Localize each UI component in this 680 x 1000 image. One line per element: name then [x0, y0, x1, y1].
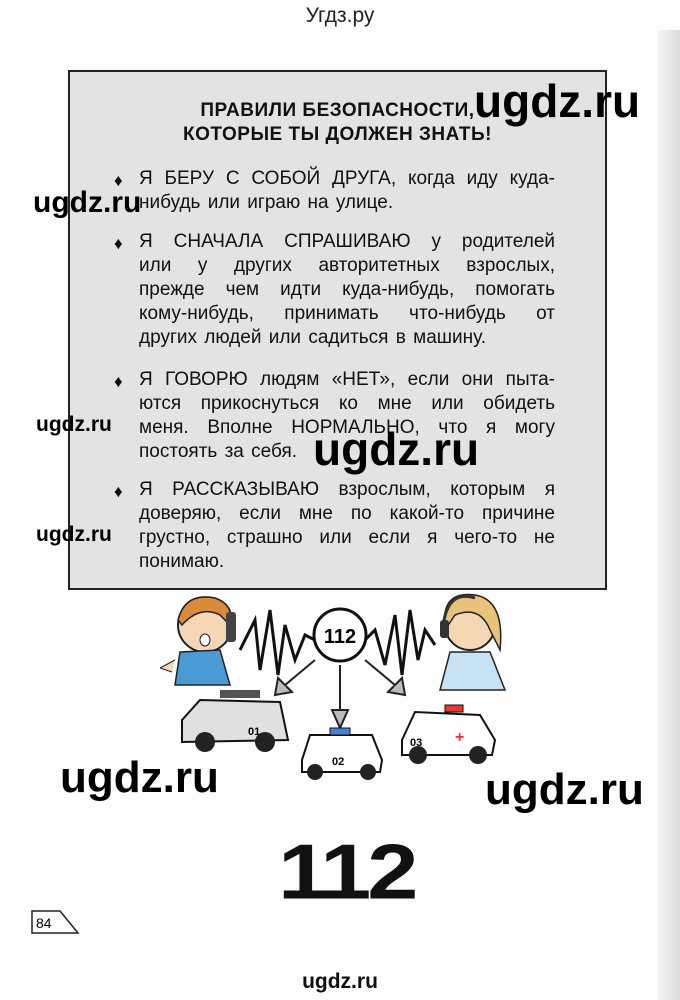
- signal-zigzag-left: [238, 609, 316, 676]
- arrow-down: [330, 665, 350, 731]
- rule-4-line: Я РАССКАЗЫВАЮ взрослым, которым я: [139, 479, 555, 500]
- rule-2-line: или у других авторитетных взрослых,: [139, 255, 555, 276]
- watermark: ugdz.ru: [485, 765, 644, 814]
- rule-2-line: других людей или садиться в машину.: [139, 327, 486, 348]
- svg-text:03: 03: [410, 737, 422, 749]
- arrow-right: [364, 659, 407, 697]
- rule-3-line: постоять за себя.: [139, 441, 298, 462]
- ambulance-icon: 03 +: [401, 704, 497, 764]
- operator-with-headset-icon: [439, 593, 507, 691]
- watermark: ugdz.ru: [60, 753, 219, 802]
- svg-text:01: 01: [248, 726, 260, 738]
- page-edge-shadow: [658, 30, 680, 1000]
- watermark: ugdz.ru: [474, 75, 641, 127]
- watermark: ugdz.ru: [36, 413, 112, 436]
- emergency-call-illustration: 112 01 02 03 +: [160, 593, 507, 780]
- footer-site: ugdz.ru: [302, 970, 378, 993]
- big-number-112: 112: [278, 828, 418, 916]
- diamond-icon: ♦: [114, 482, 123, 501]
- svg-text:02: 02: [332, 756, 344, 768]
- diamond-icon: ♦: [114, 372, 123, 391]
- rule-1-line: Я БЕРУ С СОБОЙ ДРУГА, когда иду куда-: [139, 168, 555, 189]
- police-car-icon: 02: [301, 727, 384, 780]
- page-number-badge: 84: [31, 910, 80, 934]
- watermark: ugdz.ru: [36, 523, 112, 546]
- signal-zigzag-right: [363, 609, 437, 676]
- watermark: ugdz.ru: [313, 423, 480, 475]
- rule-2-line: прежде чем идти куда-нибудь, помогать: [139, 279, 555, 300]
- safety-rules-box: ПРАВИЛИ БЕЗОПАСНОСТИ, КОТОРЫЕ ТЫ ДОЛЖЕН …: [68, 70, 607, 590]
- site-title: Угдз.ру: [305, 4, 375, 27]
- rule-4-line: доверяю, если мне по какой-то причине: [139, 503, 555, 524]
- number-112-circle: 112: [312, 607, 368, 663]
- rules-title-line-1: ПРАВИЛИ БЕЗОПАСНОСТИ,: [200, 100, 475, 121]
- cross-icon: +: [455, 729, 464, 746]
- watermark: ugdz.ru: [33, 186, 142, 219]
- fire-truck-icon: 01: [181, 690, 290, 752]
- diamond-icon: ♦: [114, 171, 123, 190]
- rule-4-line: грустно, страшно или если я чего-то не: [139, 527, 555, 548]
- rule-4-line: понимаю.: [139, 551, 225, 572]
- page-number: 84: [36, 915, 52, 931]
- rule-2-line: кому-нибудь, принимать что-нибудь от: [139, 303, 555, 324]
- rule-3-line: ются прикоснуться ко мне или обидеть: [139, 393, 555, 414]
- rule-3-line: меня. Вполне НОРМАЛЬНО, что я могу: [139, 417, 555, 438]
- diamond-icon: ♦: [114, 234, 123, 253]
- rule-2-line: Я СНАЧАЛА СПРАШИВАЮ у родителей: [139, 231, 555, 252]
- rules-title-line-2: КОТОРЫЕ ТЫ ДОЛЖЕН ЗНАТЬ!: [182, 124, 492, 145]
- boy-with-phone-icon: [160, 596, 236, 686]
- rule-3-line: Я ГОВОРЮ людям «НЕТ», если они пыта-: [139, 369, 555, 390]
- rule-1-line: нибудь или играю на улице.: [139, 192, 394, 213]
- arrow-left: [273, 659, 316, 697]
- center-number: 112: [324, 626, 356, 648]
